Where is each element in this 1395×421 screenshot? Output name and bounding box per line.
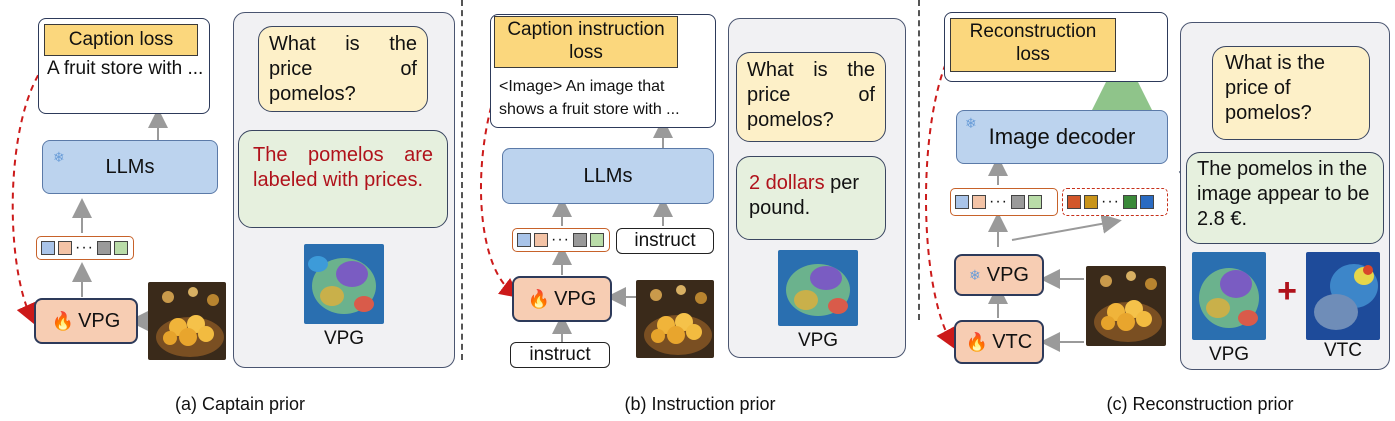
answer-rest-b: per pound. (749, 172, 860, 219)
caption-loss-label: Caption loss (44, 24, 198, 56)
vtc-token-row-c: ··· (1062, 188, 1168, 216)
vpg-block-b: 🔥 VPG (512, 276, 612, 322)
fruit-store-image (148, 282, 226, 360)
caption-c: (c) Reconstruction prior (1106, 394, 1294, 414)
llm-label: LLMs (105, 155, 155, 178)
instruct-box-bottom: instruct (510, 342, 610, 368)
output-text-b: <Image> An image that shows a fruit stor… (499, 78, 680, 119)
answer-highlight-b: 2 dollars (749, 172, 825, 194)
fruit-store-image-c (1086, 266, 1166, 346)
red-dashed-arrow-a (11, 65, 45, 325)
answer-bubble-a: The pomelos are labeled with prices. (238, 130, 448, 228)
flame-icon: 🔥 (51, 310, 75, 331)
vpg-block: 🔥 VPG (34, 298, 138, 344)
caption-b: (b) Instruction prior (624, 394, 776, 414)
question-bubble-c: What is the price of pomelos? (1212, 46, 1370, 140)
vpg-block-c: ❄ VPG (954, 254, 1044, 296)
answer-bubble-c: The pomelos in the image appear to be 2.… (1186, 152, 1384, 244)
llm-block: ❄ LLMs (42, 140, 218, 194)
image-decoder-label: Image decoder (988, 124, 1136, 149)
heatmap-label-b: VPG (797, 330, 839, 351)
vtc-label-c: VTC (992, 330, 1033, 353)
snowflake-icon: ❄ (53, 149, 65, 165)
visual-token-row: ··· (36, 236, 134, 260)
fruit-store-image-b (636, 280, 714, 358)
llm-label-b: LLMs (583, 164, 633, 187)
attention-heatmap-vpg-b (778, 250, 858, 326)
question-bubble-a: What is the price of pomelos? (258, 26, 428, 112)
visual-token-row-c: ··· (950, 188, 1058, 216)
arrow-vpg-to-vtctokens-c (1011, 213, 1122, 241)
snowflake-icon: ❄ (969, 266, 981, 283)
heatmap-label-a: VPG (323, 328, 365, 349)
vpg-label: VPG (78, 309, 121, 332)
heatmap-label-vtc-c: VTC (1324, 340, 1362, 361)
caption-instruction-loss-label: Caption instruction loss (494, 16, 678, 68)
flame-icon: 🔥 (527, 288, 551, 309)
attention-heatmap-vpg-a (304, 244, 384, 324)
output-text: A fruit store with ... (47, 58, 204, 79)
snowflake-icon: ❄ (965, 115, 977, 131)
attention-heatmap-vpg-c (1192, 252, 1266, 340)
question-bubble-b: What is the price of pomelos? (736, 52, 886, 142)
flame-icon: 🔥 (965, 331, 989, 352)
llm-block-b: LLMs (502, 148, 714, 204)
vpg-label-c: VPG (986, 263, 1029, 286)
heatmap-label-vpg-c: VPG (1208, 344, 1250, 365)
plus-sign: + (1277, 272, 1297, 310)
caption-a: (a) Captain prior (174, 394, 306, 414)
panel-divider-2 (918, 0, 920, 320)
instruct-box-top: instruct (616, 228, 714, 254)
visual-token-row-b: ··· (512, 228, 610, 252)
red-dashed-arrow-c (925, 53, 955, 349)
image-decoder-block: ❄ Image decoder (956, 110, 1168, 164)
answer-bubble-b: 2 dollars per pound. (736, 156, 886, 240)
vtc-block-c: 🔥 VTC (954, 320, 1044, 364)
panel-divider-1 (461, 0, 463, 360)
vpg-label-b: VPG (554, 287, 597, 310)
attention-heatmap-vtc-c (1306, 252, 1380, 340)
reconstruction-loss-label: Reconstruction loss (950, 18, 1116, 72)
